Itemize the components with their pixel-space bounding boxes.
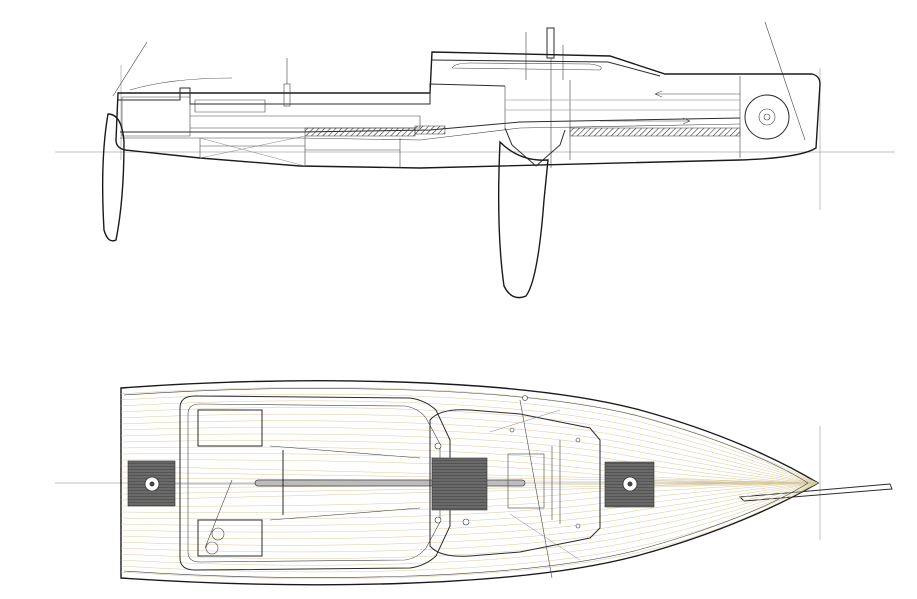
helm-ring-2 bbox=[205, 541, 219, 555]
forward-nonskid-pad bbox=[604, 461, 655, 508]
deck-plan-view bbox=[55, 380, 893, 586]
cockpit-seat bbox=[194, 99, 266, 113]
cockpit-coaming bbox=[179, 395, 451, 571]
stern-compartment bbox=[121, 96, 191, 137]
cockpit-seat-port bbox=[269, 445, 421, 459]
sheer-line bbox=[118, 83, 506, 105]
deck-fittings bbox=[434, 395, 581, 529]
keel-box bbox=[504, 127, 566, 167]
aft-nonskid-pad bbox=[127, 460, 176, 507]
rudder-icon bbox=[101, 113, 125, 242]
hatched-band-1 bbox=[304, 127, 416, 137]
traveler-arc bbox=[129, 77, 233, 91]
hatched-band-3 bbox=[569, 127, 741, 137]
interior-frame-fwd bbox=[504, 76, 741, 160]
forestay-line bbox=[764, 21, 806, 141]
winch-icon bbox=[744, 94, 790, 140]
interior-longitudinal bbox=[505, 99, 740, 111]
shroud-line bbox=[489, 409, 561, 433]
tiller-post bbox=[283, 58, 291, 107]
tack-line bbox=[519, 399, 553, 579]
cockpit-well bbox=[190, 115, 421, 129]
keel-icon bbox=[497, 140, 549, 299]
interior-frame-mid bbox=[305, 138, 401, 168]
hatch-icon bbox=[197, 409, 263, 447]
toerail bbox=[123, 388, 809, 578]
arrow-line-2 bbox=[600, 117, 691, 125]
cabin-top-line bbox=[431, 59, 661, 77]
companionway-hatch bbox=[431, 457, 488, 511]
interior-frame-aft bbox=[199, 136, 306, 166]
shroud-line-2 bbox=[509, 513, 581, 561]
hull-profile bbox=[115, 51, 821, 169]
backstay-line bbox=[112, 41, 148, 97]
side-profile-view bbox=[55, 21, 895, 299]
bowsprit-icon bbox=[738, 483, 893, 502]
hatch-icon-aft bbox=[197, 519, 263, 557]
cabin-top bbox=[429, 409, 601, 557]
mast-step bbox=[507, 453, 545, 509]
mainsheet-line bbox=[204, 479, 233, 549]
mast-icon bbox=[525, 27, 564, 168]
inner-hull-line bbox=[120, 123, 741, 141]
interior-frame-diagonals bbox=[199, 135, 306, 167]
cabin-window bbox=[451, 62, 602, 71]
arrow-line-1 bbox=[654, 90, 740, 98]
cockpit-seat-stbd bbox=[269, 507, 421, 521]
hatched-band-2 bbox=[414, 125, 446, 135]
helm-ring bbox=[211, 527, 225, 541]
